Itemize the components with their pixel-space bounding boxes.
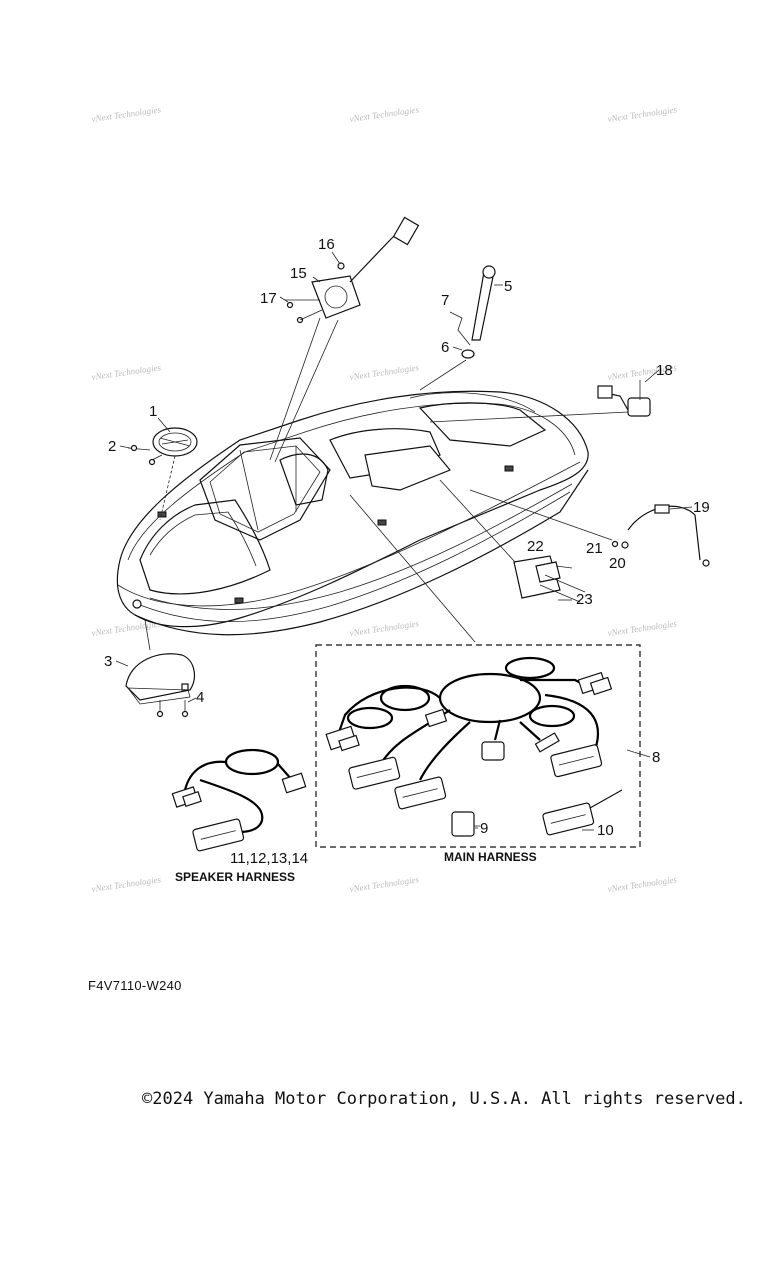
callout-1: 1 (149, 403, 157, 420)
callout-15: 15 (290, 265, 307, 282)
callout-leaders (115, 251, 693, 831)
strap (469, 489, 710, 567)
cover (125, 619, 196, 718)
callout-5: 5 (504, 278, 512, 295)
leader-line (349, 494, 476, 643)
callout-21: 21 (586, 540, 603, 557)
watermark: vNext Technologies (91, 874, 162, 894)
callout-11-14: 11,12,13,14 (230, 850, 308, 867)
antenna (419, 265, 496, 391)
callout-16: 16 (318, 236, 335, 253)
figure-code: F4V7110-W240 (88, 978, 182, 993)
speaker-harness (171, 748, 307, 852)
callout-23: 23 (576, 591, 593, 608)
callout-19: 19 (693, 499, 710, 516)
watermark: vNext Technologies (349, 874, 420, 894)
sensor (429, 380, 651, 423)
speaker-grille (127, 427, 198, 521)
callout-9: 9 (480, 820, 488, 837)
callout-4: 4 (196, 689, 204, 706)
callout-22: 22 (527, 538, 544, 555)
boat-hull (116, 390, 589, 636)
main-harness-label: MAIN HARNESS (444, 850, 537, 864)
watermark: vNext Technologies (349, 362, 420, 382)
copyright-notice: ©2024 Yamaha Motor Corporation, U.S.A. A… (142, 1089, 746, 1109)
watermark: vNext Technologies (91, 104, 162, 124)
callout-18: 18 (656, 362, 673, 379)
callout-20: 20 (609, 555, 626, 572)
watermark: vNext Technologies (607, 104, 678, 124)
watermark: vNext Technologies (607, 874, 678, 894)
callout-2: 2 (108, 438, 116, 455)
relay-part-9 (451, 811, 475, 837)
callout-17: 17 (260, 290, 277, 307)
callout-10: 10 (597, 822, 614, 839)
watermark: vNext Technologies (349, 104, 420, 124)
main-harness (325, 656, 623, 837)
watermark: vNext Technologies (349, 618, 420, 638)
callout-6: 6 (441, 339, 449, 356)
relay (439, 479, 586, 603)
callout-3: 3 (104, 653, 112, 670)
callout-8: 8 (652, 749, 660, 766)
gauge-mount (269, 216, 420, 463)
watermark: vNext Technologies (91, 362, 162, 382)
callout-7: 7 (441, 292, 449, 309)
main-harness-box (315, 644, 641, 848)
speaker-harness-label: SPEAKER HARNESS (175, 870, 295, 884)
watermark: vNext Technologies (607, 618, 678, 638)
callouts: 1 2 3 4 5 6 7 8 9 10 11,12,13,14 15 16 1… (104, 236, 710, 867)
